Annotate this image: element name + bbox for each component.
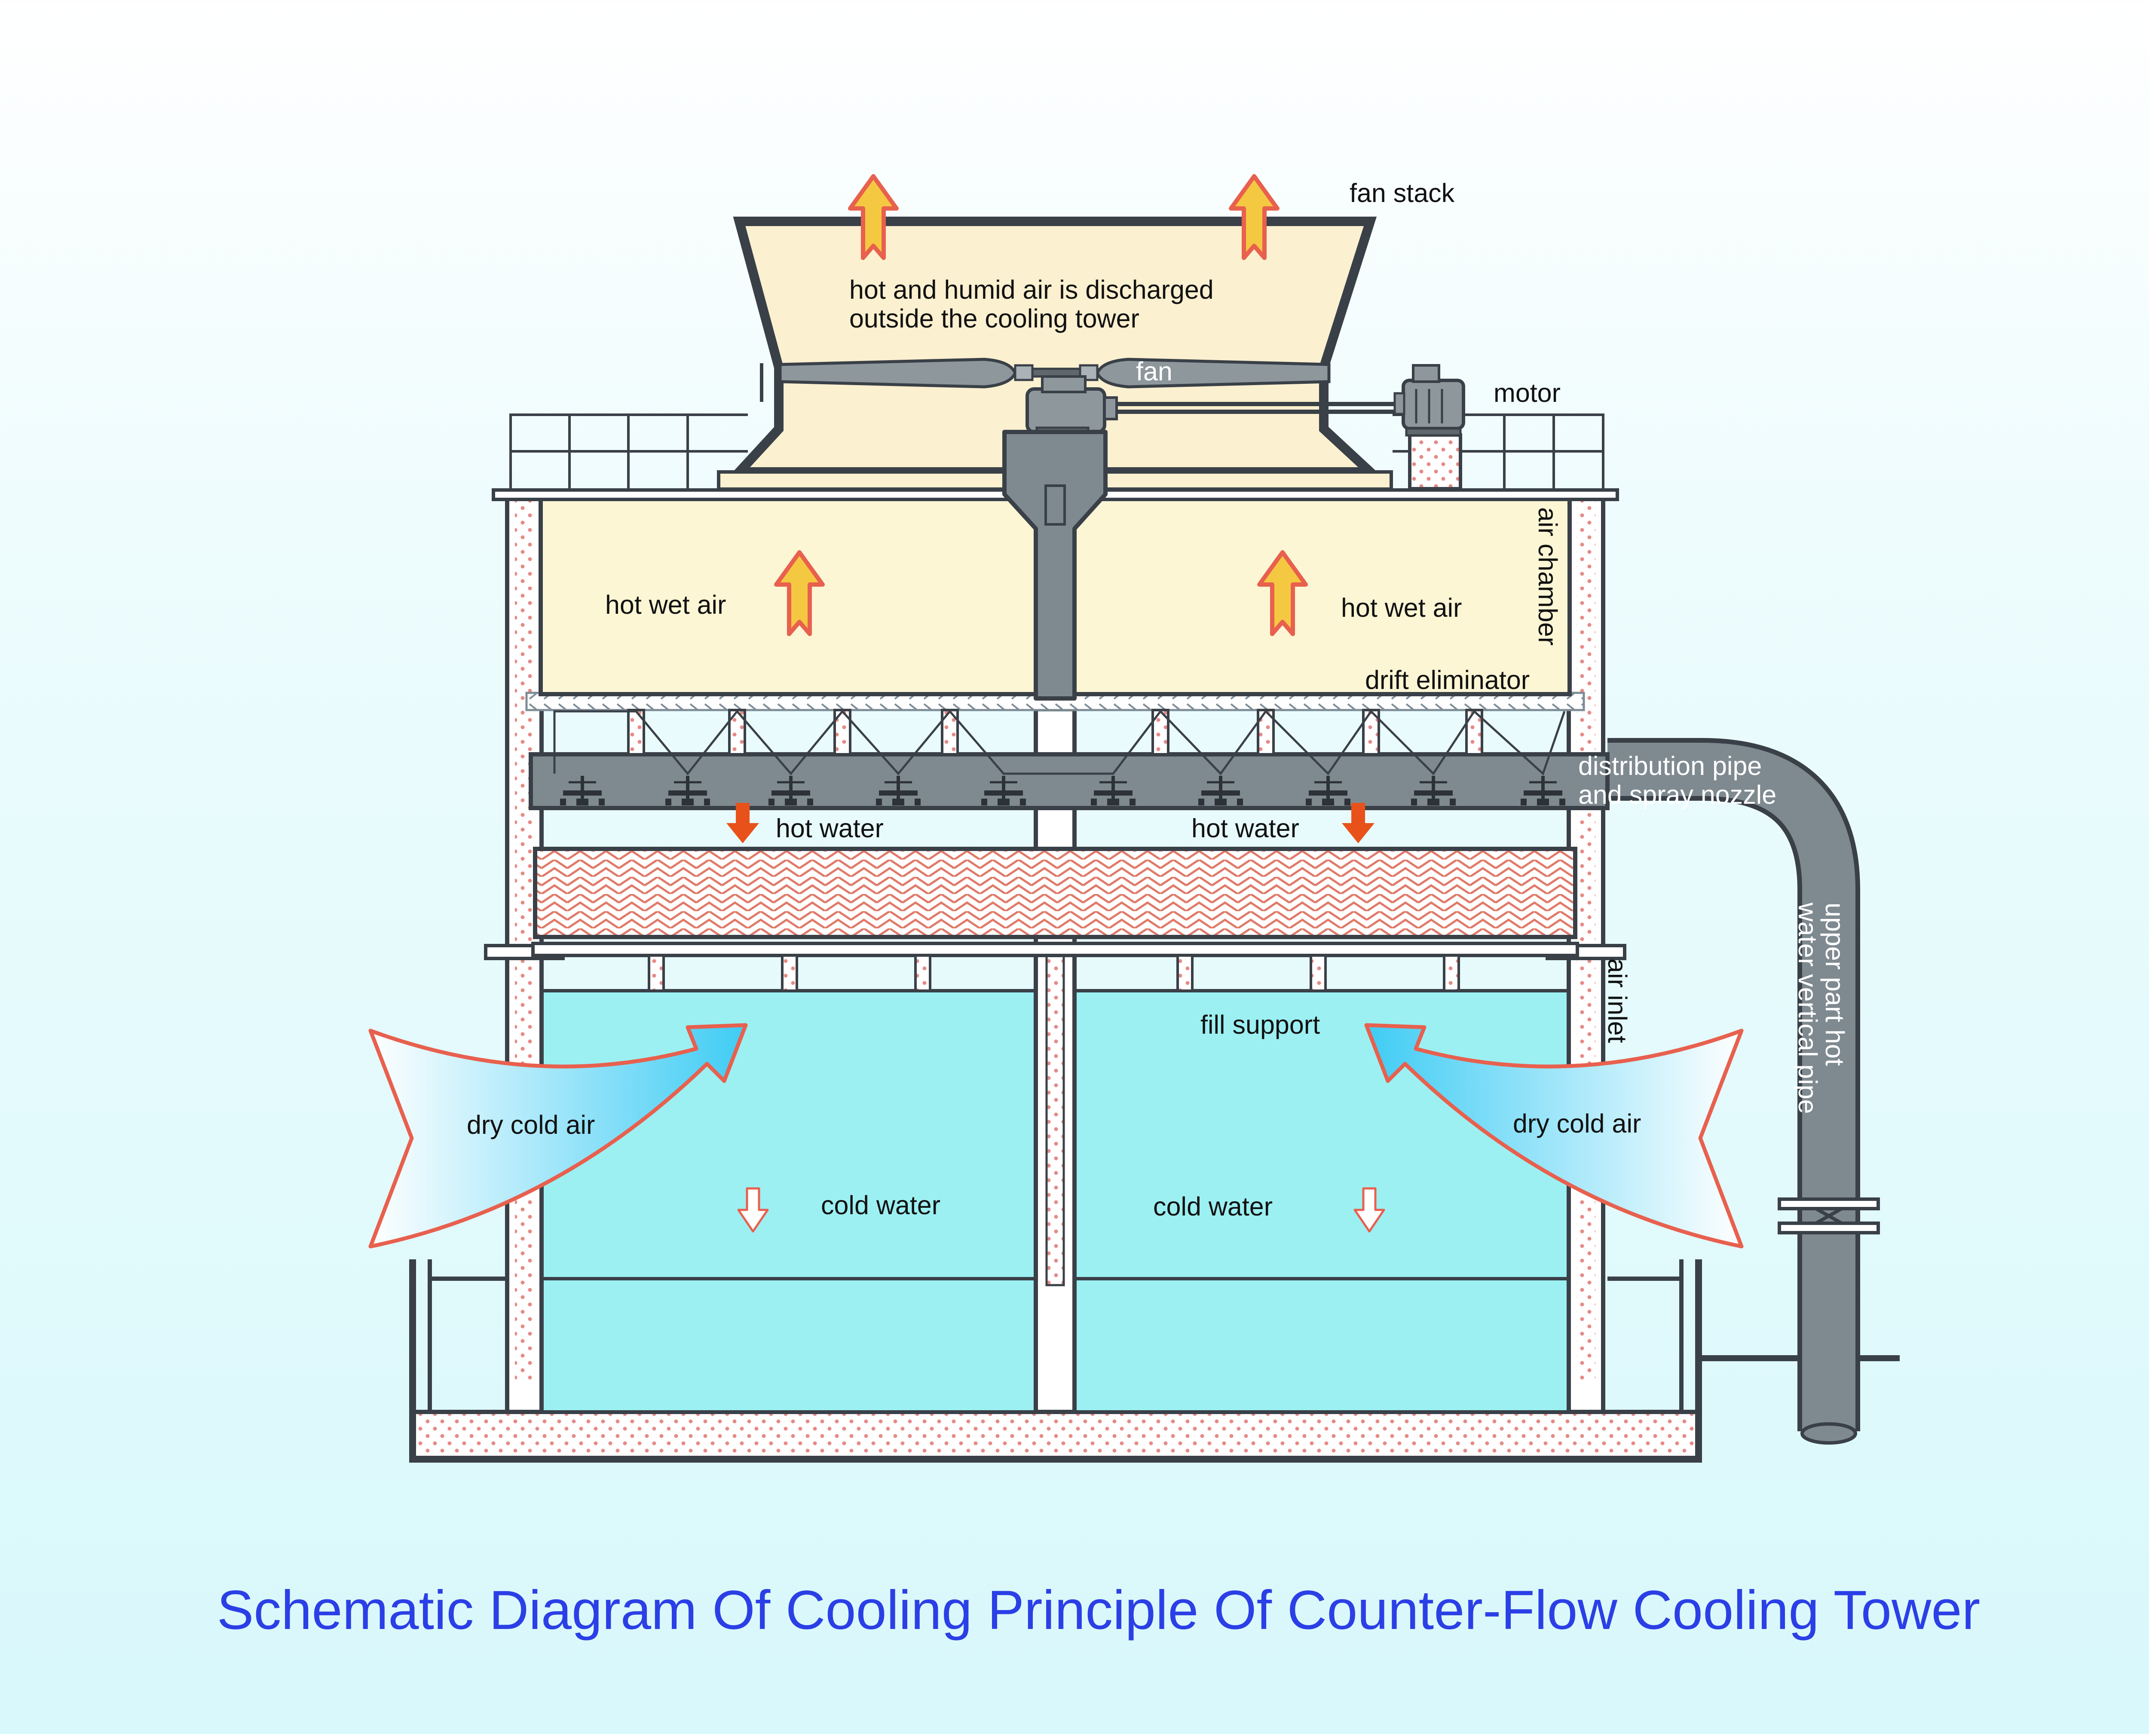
hot-wet-air-left-label: hot wet air: [605, 590, 726, 619]
motor-label: motor: [1494, 378, 1561, 407]
fan-label: fan: [1136, 357, 1172, 386]
spray-nozzle-icon: [665, 776, 710, 805]
hot-air-arrow-up-icon: [848, 174, 899, 260]
spray-nozzle-icon: [981, 776, 1026, 805]
eliminator-support-truss: [553, 709, 1566, 776]
distribution-pipe-and-nozzles: [529, 738, 1880, 1445]
upper-pipe-label-line1: upper part hot: [1820, 903, 1849, 1066]
spray-nozzle-icon: [1198, 776, 1243, 805]
distribution-pipe-label-line1: distribution pipe: [1578, 751, 1762, 781]
drift-eliminator-label: drift eliminator: [1365, 665, 1530, 695]
discharge-label-line2: outside the cooling tower: [849, 304, 1139, 333]
hot-water-arrow-down-icon: [726, 803, 759, 843]
tower-columns: [484, 492, 1626, 1414]
dry-cold-air-left-label: dry cold air: [467, 1110, 595, 1139]
diagram-title: Schematic Diagram Of Cooling Principle O…: [217, 1580, 1980, 1641]
hot-air-arrow-up-icon: [1229, 174, 1280, 260]
cold-water-arrow-down-icon: [1353, 1187, 1385, 1233]
fill-support: [531, 942, 1579, 992]
hot-water-right-label: hot water: [1191, 814, 1299, 843]
fan-stack: [717, 217, 1393, 491]
spray-nozzles: [560, 776, 1565, 805]
dry-cold-air-right-label: dry cold air: [1513, 1109, 1641, 1138]
fill-support-label: fill support: [1200, 1010, 1320, 1039]
cold-water-right-label: cold water: [1153, 1192, 1273, 1221]
spray-nozzle-icon: [1091, 776, 1136, 805]
spray-nozzle-icon: [1411, 776, 1456, 805]
dry-cold-air-arrow-left-icon: [368, 1023, 748, 1249]
railing-left: [509, 413, 748, 490]
fill-media: [533, 847, 1577, 939]
hot-air-arrow-up-icon: [774, 550, 825, 636]
spray-nozzle-icon: [1521, 776, 1565, 805]
spray-nozzle-icon: [768, 776, 813, 805]
spray-nozzle-icon: [560, 776, 605, 805]
upper-pipe-label-line2: water vertical pipe: [1793, 902, 1822, 1114]
motor-icon: [1393, 364, 1465, 490]
spray-nozzle-icon: [876, 776, 921, 805]
spray-nozzle-icon: [1306, 776, 1350, 805]
fan-stack-label: fan stack: [1350, 178, 1455, 208]
air-chamber-label: air chamber: [1533, 507, 1562, 646]
labels: fan stack hot and humid air is discharge…: [467, 178, 1849, 1221]
valve-icon: [1778, 1197, 1880, 1234]
hot-water-arrow-down-icon: [1342, 803, 1375, 843]
cold-water-arrow-down-icon: [737, 1187, 769, 1233]
dry-cold-air-arrow-right-icon: [1364, 1023, 1744, 1249]
cold-water-basin: [409, 1259, 1900, 1463]
hot-air-arrow-up-icon: [1257, 550, 1308, 636]
air-inlet-label: air inlet: [1603, 958, 1632, 1043]
distribution-pipe-label-line2: and spray nozzle: [1578, 780, 1776, 809]
cold-water-left-label: cold water: [821, 1191, 940, 1220]
truss-zigzag: [553, 710, 1566, 776]
fan-icon: [778, 358, 1395, 701]
discharge-label-line1: hot and humid air is discharged: [849, 275, 1214, 304]
hot-water-left-label: hot water: [776, 814, 884, 843]
hot-wet-air-right-label: hot wet air: [1341, 593, 1462, 622]
